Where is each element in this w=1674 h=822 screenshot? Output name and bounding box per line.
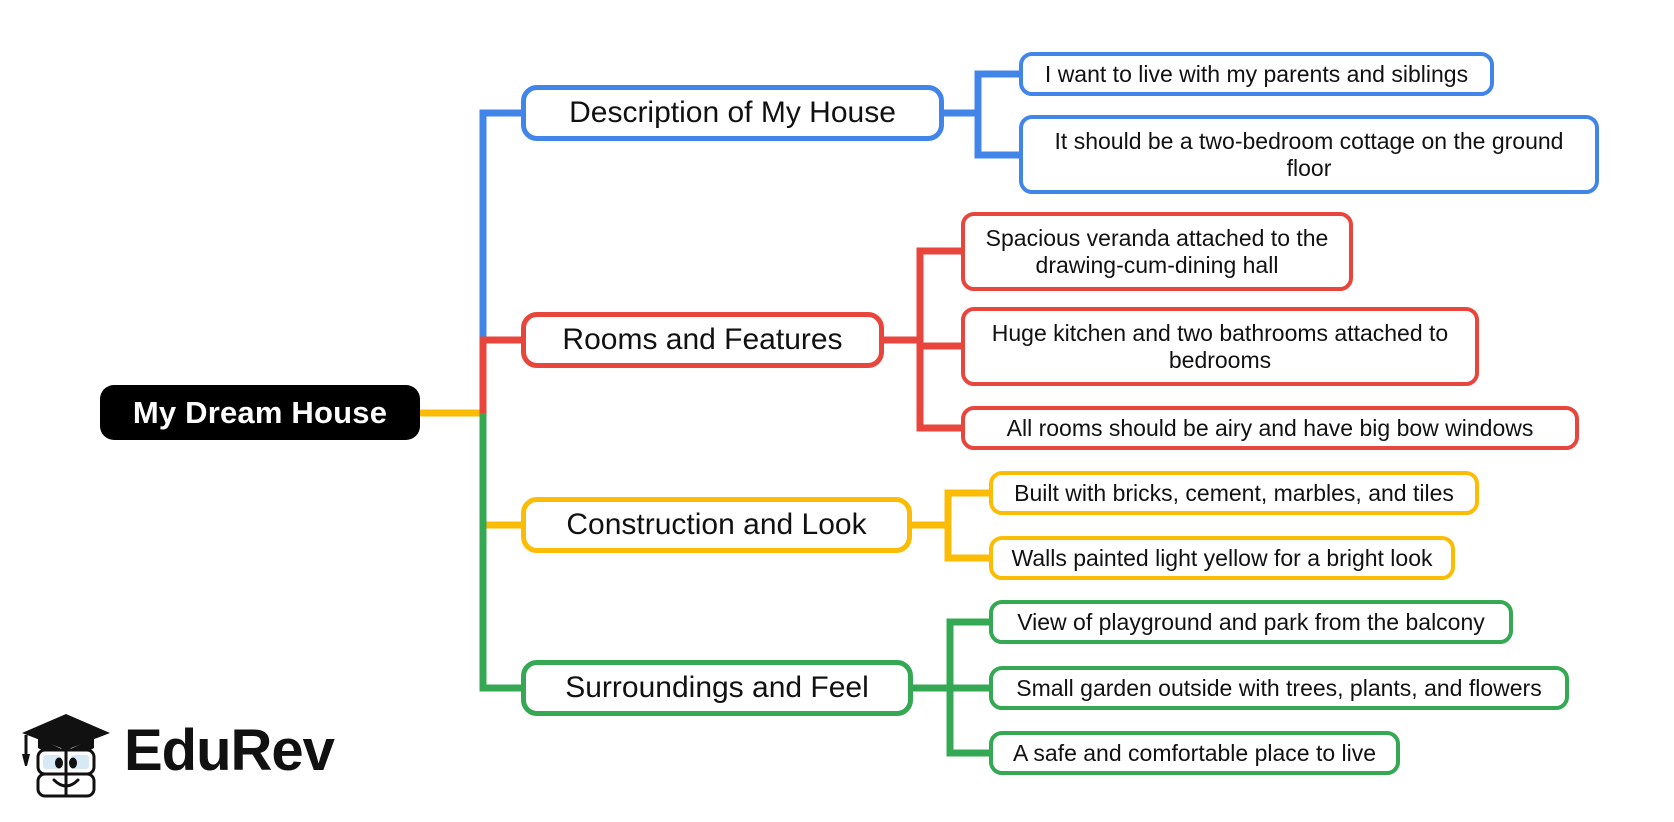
root-node-label: My Dream House bbox=[132, 394, 388, 430]
root-node-my-dream-house[interactable]: My Dream House bbox=[100, 385, 420, 440]
leaf-node[interactable]: All rooms should be airy and have big bo… bbox=[961, 406, 1579, 450]
leaf-node-label: View of playground and park from the bal… bbox=[1017, 608, 1485, 635]
edurev-logo-text: EduRev bbox=[124, 718, 335, 783]
leaf-node[interactable]: View of playground and park from the bal… bbox=[989, 600, 1513, 644]
leaf-node-label: It should be a two-bedroom cottage on th… bbox=[1054, 127, 1564, 181]
leaf-node-label: Built with bricks, cement, marbles, and … bbox=[1014, 479, 1454, 506]
leaf-node-label: I want to live with my parents and sibli… bbox=[1044, 60, 1469, 87]
edurev-logo: EduRev bbox=[18, 706, 338, 802]
graduation-cap-book-mascot-icon bbox=[22, 714, 110, 798]
branch-node-label: Description of My House bbox=[569, 95, 896, 129]
leaf-node-label: Walls painted light yellow for a bright … bbox=[1011, 544, 1433, 571]
leaf-node-label: A safe and comfortable place to live bbox=[1012, 739, 1377, 766]
branch-node-label: Surroundings and Feel bbox=[565, 670, 869, 704]
leaf-node[interactable]: It should be a two-bedroom cottage on th… bbox=[1019, 115, 1599, 194]
leaf-node[interactable]: Built with bricks, cement, marbles, and … bbox=[989, 471, 1479, 515]
branch-node-rooms-and-features[interactable]: Rooms and Features bbox=[521, 312, 884, 368]
leaf-node[interactable]: A safe and comfortable place to live bbox=[989, 731, 1400, 775]
leaf-node-label: Huge kitchen and two bathrooms attached … bbox=[991, 319, 1449, 373]
leaf-node[interactable]: I want to live with my parents and sibli… bbox=[1019, 52, 1494, 96]
leaf-node[interactable]: Huge kitchen and two bathrooms attached … bbox=[961, 307, 1479, 386]
leaf-node[interactable]: Spacious veranda attached to the drawing… bbox=[961, 212, 1353, 291]
branch-node-label: Rooms and Features bbox=[562, 322, 843, 356]
branch-node-construction-and-look[interactable]: Construction and Look bbox=[521, 497, 912, 553]
leaf-node-label: Spacious veranda attached to the drawing… bbox=[985, 224, 1329, 278]
branch-node-description-of-my-house[interactable]: Description of My House bbox=[521, 85, 944, 141]
leaf-node-label: Small garden outside with trees, plants,… bbox=[1016, 674, 1542, 701]
leaf-node[interactable]: Walls painted light yellow for a bright … bbox=[989, 536, 1455, 580]
leaf-node[interactable]: Small garden outside with trees, plants,… bbox=[989, 666, 1569, 710]
leaf-node-label: All rooms should be airy and have big bo… bbox=[1006, 414, 1534, 441]
branch-node-surroundings-and-feel[interactable]: Surroundings and Feel bbox=[521, 660, 913, 716]
branch-node-label: Construction and Look bbox=[566, 507, 867, 541]
